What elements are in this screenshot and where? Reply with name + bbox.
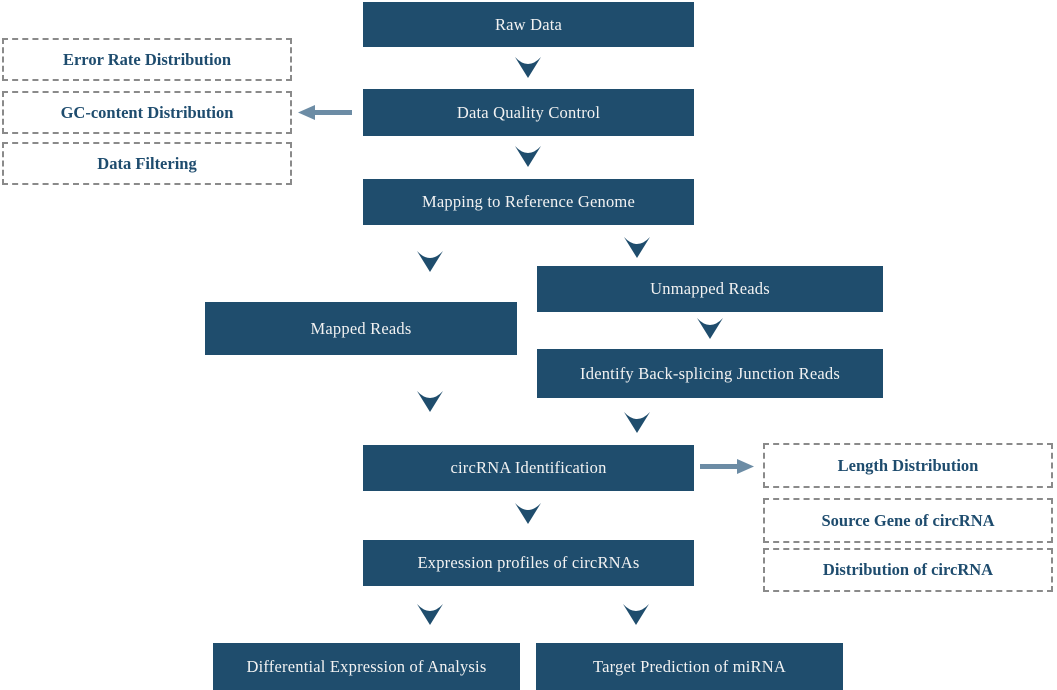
node-raw-data: Raw Data <box>363 2 694 47</box>
node-target-prediction-mirna: Target Prediction of miRNA <box>536 643 843 690</box>
arrow-down-icon <box>515 57 541 78</box>
panel-length-distribution: Length Distribution <box>763 443 1053 488</box>
arrow-right-icon <box>700 459 754 474</box>
arrow-down-icon <box>417 251 443 272</box>
arrow-down-icon <box>417 391 443 412</box>
arrow-down-icon <box>623 604 649 625</box>
node-mapped-reads: Mapped Reads <box>205 302 517 355</box>
arrow-down-icon <box>624 237 650 258</box>
panel-distribution-of-circrna: Distribution of circRNA <box>763 548 1053 592</box>
arrow-down-icon <box>624 412 650 433</box>
arrow-down-icon <box>515 146 541 167</box>
node-circrna-identification: circRNA Identification <box>363 445 694 491</box>
arrow-left-icon <box>298 105 352 120</box>
panel-source-gene-of-circrna: Source Gene of circRNA <box>763 498 1053 543</box>
node-identify-backsplicing-junction-reads: Identify Back-splicing Junction Reads <box>537 349 883 398</box>
node-data-quality-control: Data Quality Control <box>363 89 694 136</box>
panel-error-rate-distribution: Error Rate Distribution <box>2 38 292 81</box>
arrow-down-icon <box>417 604 443 625</box>
node-expression-profiles: Expression profiles of circRNAs <box>363 540 694 586</box>
node-differential-expression: Differential Expression of Analysis <box>213 643 520 690</box>
node-unmapped-reads: Unmapped Reads <box>537 266 883 312</box>
panel-gc-content-distribution: GC-content Distribution <box>2 91 292 134</box>
panel-data-filtering: Data Filtering <box>2 142 292 185</box>
node-mapping-reference-genome: Mapping to Reference Genome <box>363 179 694 225</box>
arrow-down-icon <box>515 503 541 524</box>
arrow-down-icon <box>697 318 723 339</box>
